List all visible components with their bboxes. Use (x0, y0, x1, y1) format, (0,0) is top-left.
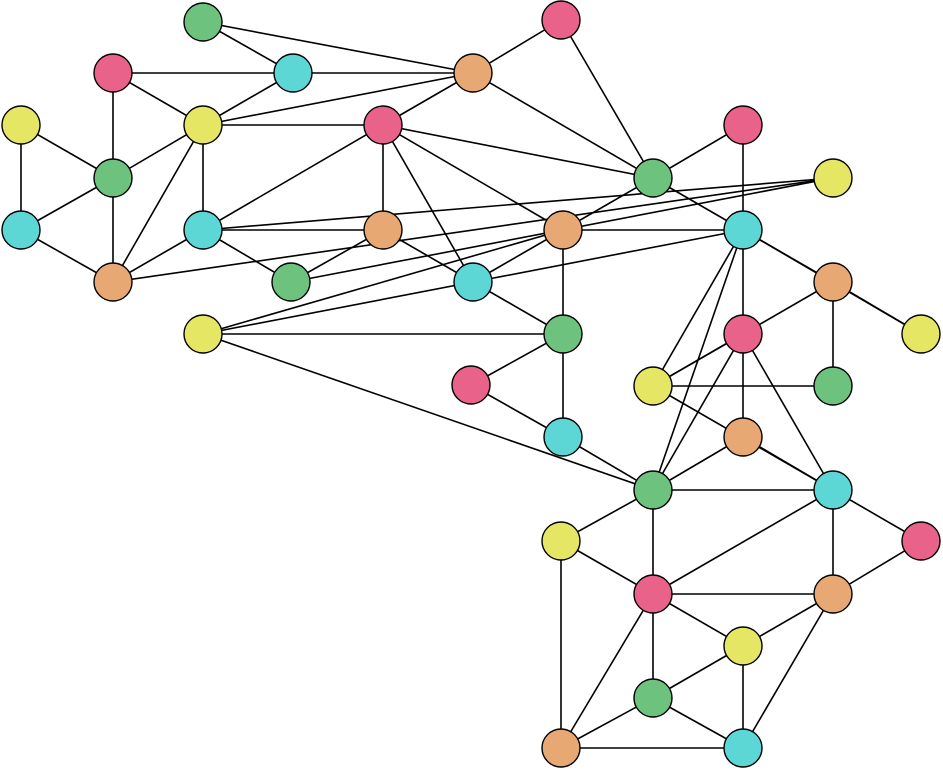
node-pink (93, 53, 133, 93)
edge-n36-n40 (742, 593, 834, 749)
edge-n18-n28 (202, 229, 564, 335)
edge-n13-n8 (202, 124, 384, 231)
node-cyan (813, 470, 853, 510)
node-orange (541, 728, 581, 768)
node-green (93, 158, 133, 198)
edge-n34-n39 (560, 593, 654, 749)
node-pink (451, 365, 491, 405)
node-pink (541, 0, 581, 40)
node-green (543, 314, 583, 354)
edge-n28-n31 (202, 333, 654, 491)
node-cyan (183, 210, 223, 250)
node-cyan (723, 728, 763, 768)
node-pink (363, 105, 403, 145)
edge-n8-n17 (382, 124, 474, 283)
edge-n2-n11 (560, 19, 654, 179)
node-orange (723, 417, 763, 457)
node-yellow (541, 521, 581, 561)
node-orange (93, 262, 133, 302)
edge-n20-n27 (652, 229, 744, 387)
node-green (633, 470, 673, 510)
node-pink (723, 314, 763, 354)
edge-n6-n15 (112, 124, 204, 283)
node-yellow (723, 626, 763, 666)
node-yellow (183, 105, 223, 145)
node-orange (363, 210, 403, 250)
node-yellow (633, 366, 673, 406)
node-green (183, 2, 223, 42)
node-green (813, 366, 853, 406)
edge-n8-n18 (382, 124, 564, 231)
node-cyan (723, 210, 763, 250)
node-orange (813, 262, 853, 302)
node-pink (633, 574, 673, 614)
node-green (633, 158, 673, 198)
edge-n8-n11 (382, 124, 654, 179)
edge-n5-n6 (202, 72, 474, 126)
node-yellow (1, 105, 41, 145)
edge-n32-n34 (652, 489, 834, 595)
node-cyan (453, 262, 493, 302)
node-cyan (1, 210, 41, 250)
node-green (271, 262, 311, 302)
node-orange (813, 574, 853, 614)
edge-n1-n5 (202, 21, 474, 74)
edge-n5-n11 (472, 72, 654, 179)
node-pink (723, 105, 763, 145)
node-cyan (543, 417, 583, 457)
node-pink (901, 521, 941, 561)
node-orange (543, 210, 583, 250)
node-green (633, 678, 673, 718)
edge-n26-n32 (742, 333, 834, 491)
node-yellow (183, 314, 223, 354)
node-orange (453, 53, 493, 93)
node-yellow (813, 158, 853, 198)
edge-n15-n12 (112, 177, 834, 283)
node-yellow (901, 314, 941, 354)
node-cyan (273, 53, 313, 93)
